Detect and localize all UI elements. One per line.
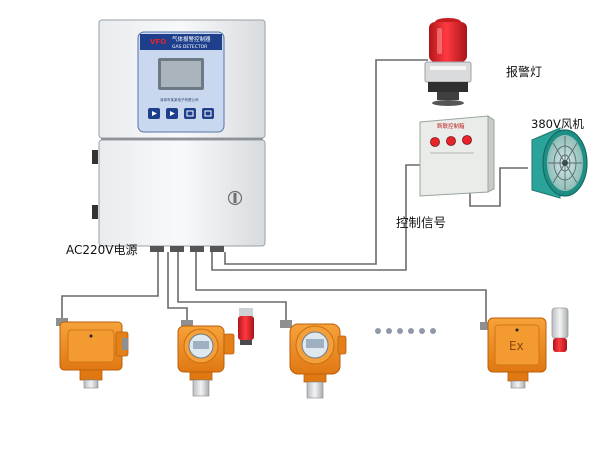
relay-box-title: 断联控制箱 bbox=[437, 122, 465, 130]
controller-button-4[interactable] bbox=[202, 108, 214, 119]
controller-title-en: GAS DETECTOR bbox=[172, 44, 207, 50]
gas-alarm-controller: VFO 气体报警控制器 GAS DETECTOR 深圳市某某电子有限公司 bbox=[92, 19, 266, 252]
controller-lcd-screen bbox=[161, 61, 201, 87]
wire-detector-1 bbox=[61, 252, 159, 318]
controller-company: 深圳市某某电子有限公司 bbox=[160, 97, 199, 102]
fan-label: 380V风机 bbox=[531, 117, 584, 131]
gas-detector-3 bbox=[280, 320, 347, 399]
controller-title-cn: 气体报警控制器 bbox=[172, 35, 211, 43]
alarm-light bbox=[424, 18, 472, 106]
gas-detector-1 bbox=[56, 318, 129, 389]
more-detectors-ellipsis bbox=[375, 328, 436, 334]
power-label: AC220V电源 bbox=[66, 243, 138, 257]
wire-detector-2 bbox=[167, 252, 188, 320]
wire-alarm-light bbox=[224, 59, 428, 265]
wiring bbox=[61, 59, 528, 322]
ex-mark: Ex bbox=[509, 339, 524, 353]
wire-relay-box bbox=[211, 164, 420, 271]
alarm-light-label: 报警灯 bbox=[506, 65, 543, 79]
wire-fan bbox=[469, 167, 528, 207]
menu-icon bbox=[204, 110, 212, 117]
gas-detector-4: Ex bbox=[480, 307, 569, 389]
wire-detector-4 bbox=[195, 252, 487, 322]
controller-button-3[interactable] bbox=[184, 108, 196, 119]
control-signal-label: 控制信号 bbox=[396, 215, 447, 230]
play-icon bbox=[152, 111, 157, 116]
relay-control-box: 断联控制箱 bbox=[419, 115, 495, 197]
relay-indicator-1 bbox=[430, 137, 440, 147]
menu-icon bbox=[186, 110, 194, 117]
gas-detector-2 bbox=[177, 308, 254, 397]
wire-detector-3 bbox=[177, 252, 287, 320]
controller-brand: VFO bbox=[150, 38, 166, 46]
relay-indicator-3 bbox=[462, 135, 472, 145]
controller-front-panel: VFO 气体报警控制器 GAS DETECTOR 深圳市某某电子有限公司 bbox=[137, 31, 225, 133]
play-icon bbox=[170, 111, 175, 116]
relay-indicator-2 bbox=[446, 136, 456, 146]
exhaust-fan bbox=[531, 127, 588, 199]
